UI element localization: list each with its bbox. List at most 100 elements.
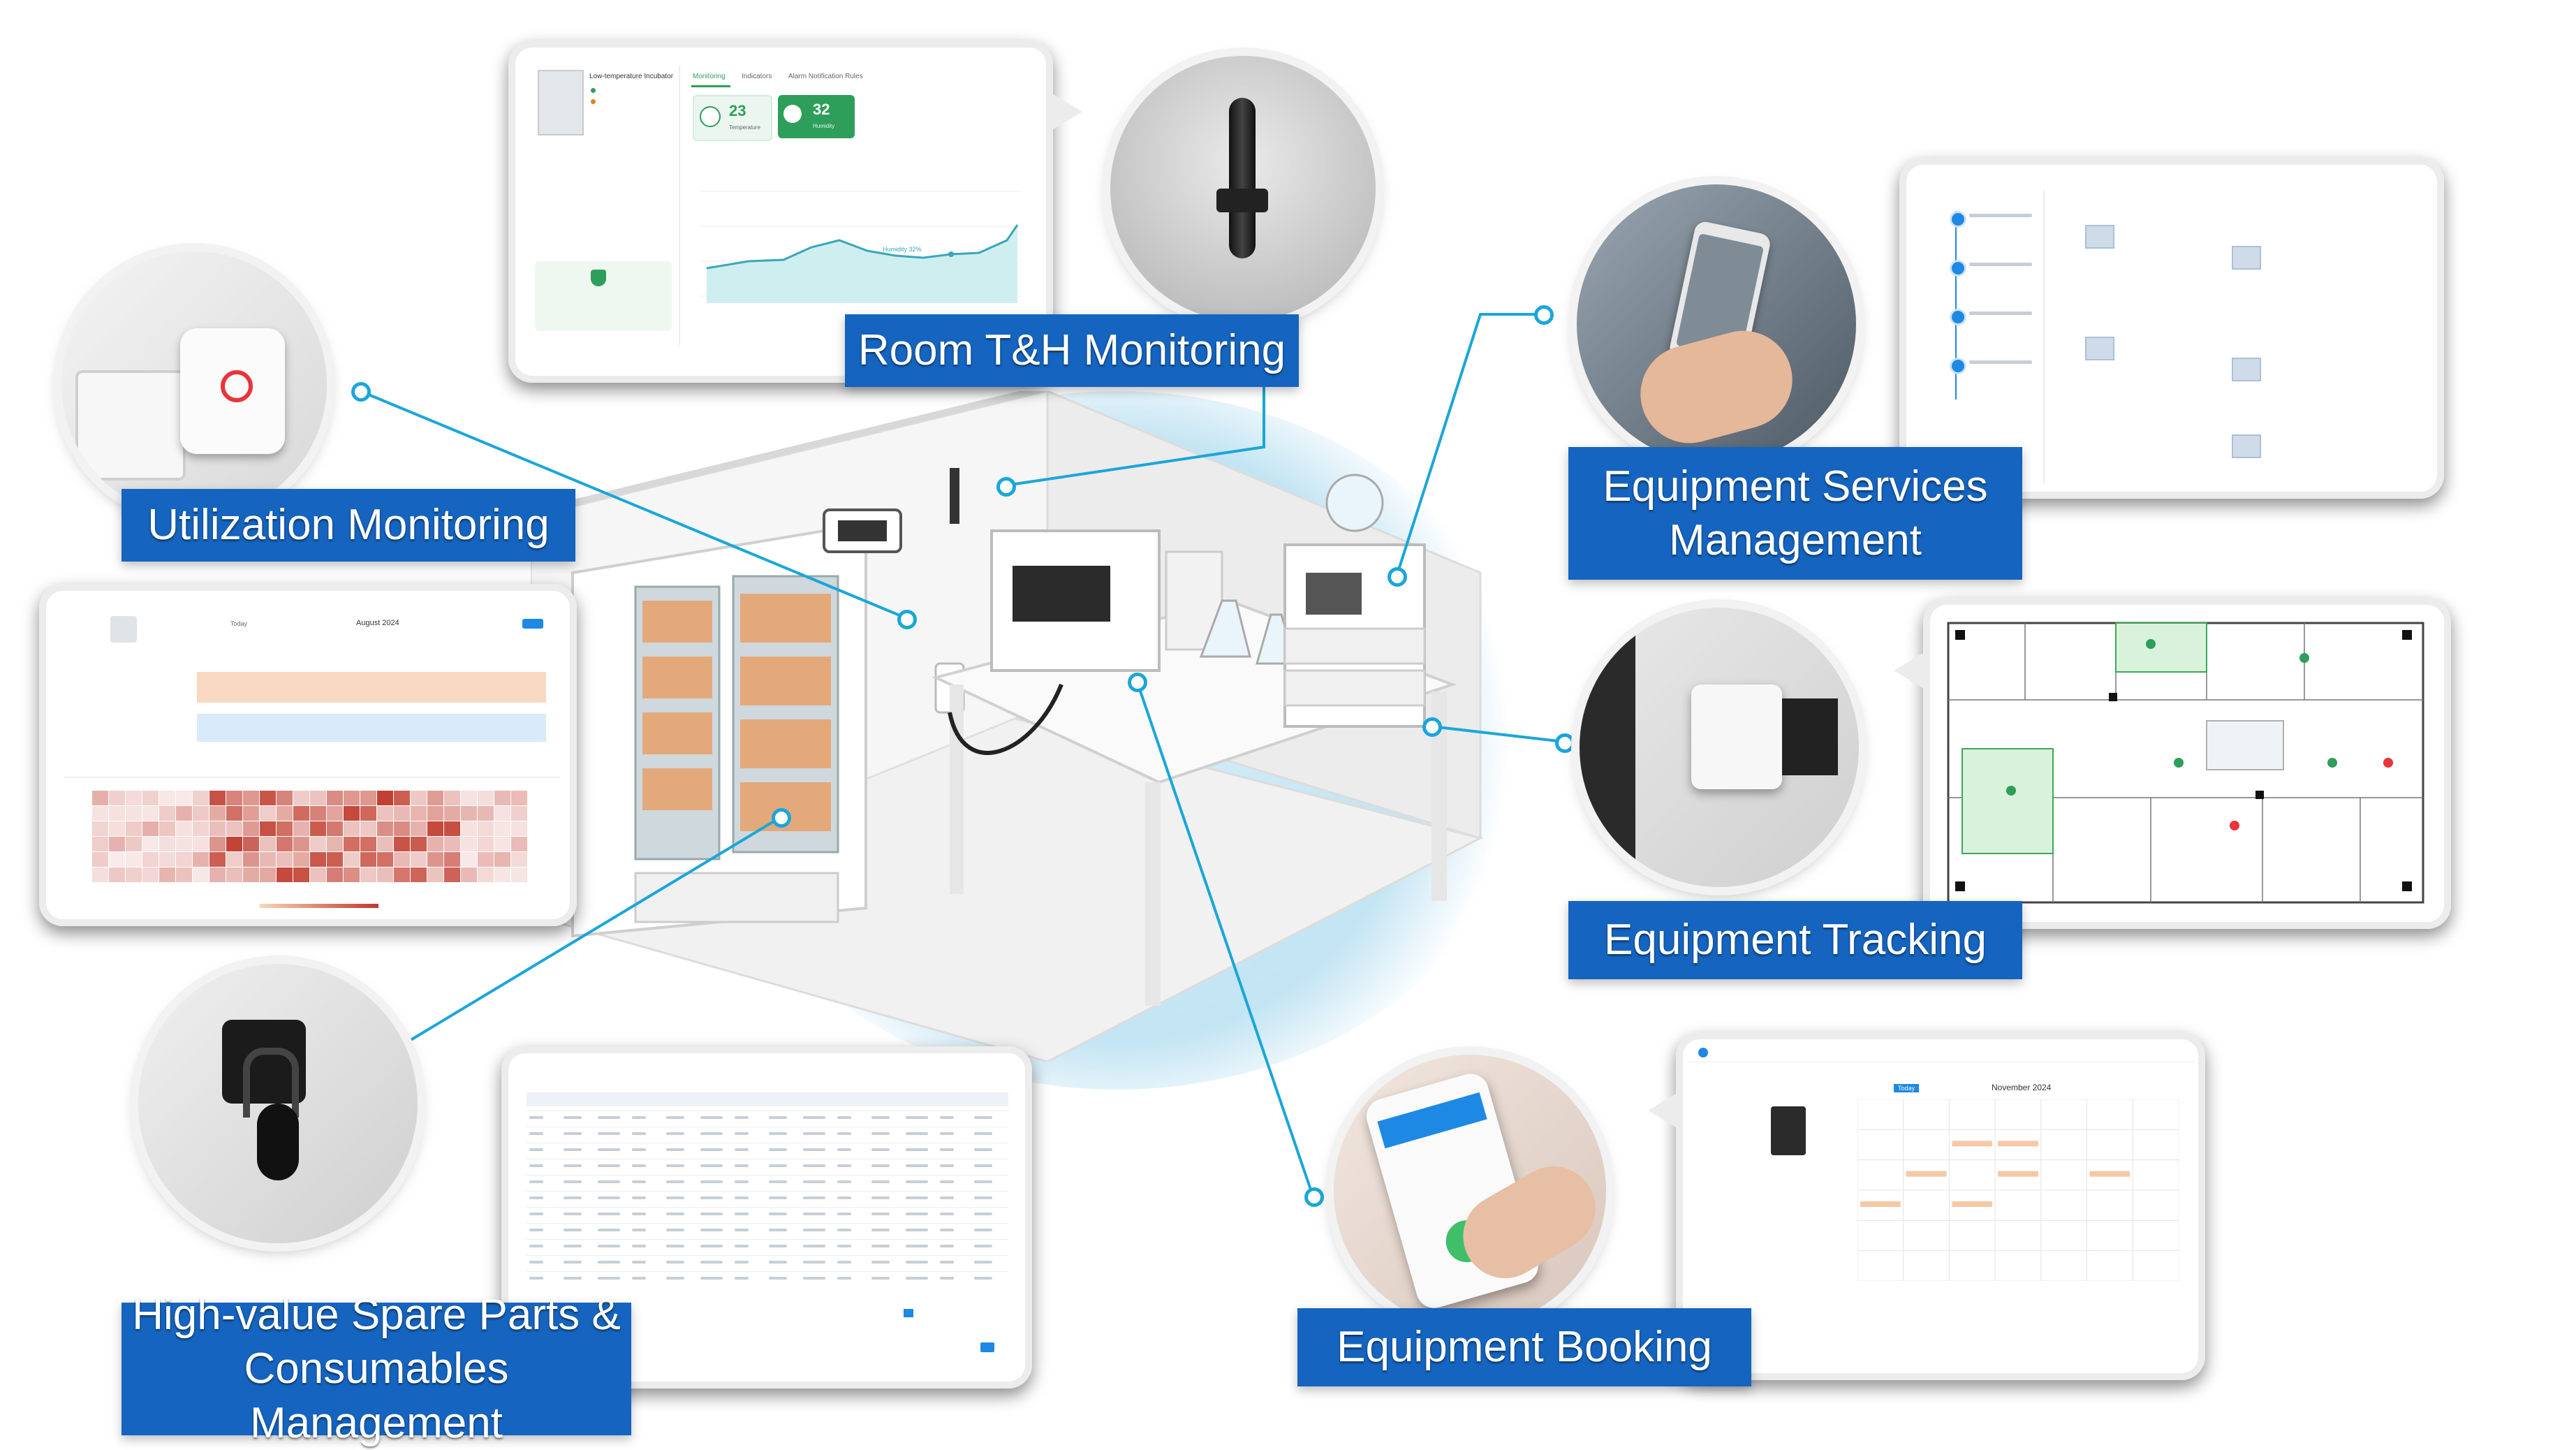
- calendar-day-cell[interactable]: [1857, 1159, 1904, 1191]
- temperature-label: Temperature: [729, 124, 760, 131]
- service-photo-thumb[interactable]: [2232, 358, 2261, 381]
- calendar-day-cell[interactable]: [2040, 1099, 2088, 1130]
- heatmap-cell: [243, 791, 259, 805]
- timeline-step-icon: [1950, 358, 1966, 374]
- heatmap-cell: [126, 821, 142, 836]
- calendar-day-cell[interactable]: [1948, 1099, 1996, 1130]
- calendar-day-cell[interactable]: [2132, 1159, 2179, 1191]
- calendar-day-cell[interactable]: [2040, 1189, 2088, 1221]
- booking-event[interactable]: [2089, 1171, 2130, 1177]
- table-cell-placeholder: [837, 1277, 851, 1280]
- heatmap-cell: [243, 837, 259, 851]
- table-cell-placeholder: [803, 1245, 825, 1247]
- calendar-day-cell[interactable]: [1857, 1250, 1904, 1281]
- calendar-day-cell[interactable]: [2132, 1220, 2179, 1252]
- pagination-active[interactable]: [904, 1309, 913, 1317]
- calendar-day-cell[interactable]: [1857, 1099, 1904, 1130]
- device-thumb: [110, 616, 137, 643]
- table-cell-placeholder: [769, 1213, 787, 1215]
- label-room-th-monitoring: Room T&H Monitoring: [845, 314, 1299, 387]
- table-cell-placeholder: [529, 1180, 543, 1183]
- calendar-today[interactable]: Today: [1894, 1084, 1920, 1092]
- booking-event[interactable]: [1906, 1171, 1947, 1177]
- heatmap-cell: [92, 867, 108, 882]
- table-cell-placeholder: [940, 1196, 954, 1199]
- calendar-day-cell[interactable]: [2086, 1129, 2133, 1161]
- table-cell-placeholder: [666, 1180, 684, 1183]
- table-cell-placeholder: [632, 1132, 646, 1135]
- calendar-day-cell[interactable]: [1994, 1099, 2042, 1130]
- booking-event[interactable]: [1952, 1141, 1993, 1147]
- calendar-day-cell[interactable]: [2086, 1099, 2133, 1130]
- heatmap-cell: [427, 821, 443, 836]
- instrument-window: [1782, 698, 1838, 775]
- timeline-step-text: [1969, 360, 2032, 364]
- booking-event[interactable]: [1952, 1201, 1993, 1207]
- booking-event[interactable]: [1860, 1201, 1901, 1207]
- heatmap-cell: [159, 821, 175, 836]
- table-cell-placeholder: [940, 1116, 954, 1119]
- heatmap-cell: [209, 867, 226, 882]
- heatmap-cell: [427, 867, 443, 882]
- heatmap-cell: [344, 867, 360, 882]
- calendar-day-cell[interactable]: [2132, 1129, 2179, 1161]
- table-cell-placeholder: [666, 1116, 684, 1119]
- calendar-day-cell[interactable]: [2132, 1189, 2179, 1221]
- calendar-today[interactable]: Today: [230, 620, 248, 627]
- table-cell-placeholder: [940, 1277, 954, 1280]
- app-logo-icon: [1698, 1048, 1708, 1057]
- tab-indicators[interactable]: Indicators: [742, 73, 772, 80]
- calendar-day-cell[interactable]: [1994, 1250, 2042, 1281]
- tab-monitoring[interactable]: Monitoring: [693, 73, 726, 80]
- heatmap-cell: [226, 852, 242, 867]
- table-cell-placeholder: [803, 1148, 825, 1151]
- table-cell-placeholder: [871, 1245, 890, 1247]
- calendar-day-cell[interactable]: [2040, 1220, 2088, 1252]
- calendar-day-cell[interactable]: [1948, 1159, 1996, 1191]
- calendar-day-cell[interactable]: [1994, 1189, 2042, 1221]
- booking-event[interactable]: [1998, 1141, 2038, 1147]
- inventory-table: [527, 1111, 1008, 1292]
- table-cell-placeholder: [666, 1148, 684, 1151]
- calendar-day-cell[interactable]: [2132, 1099, 2179, 1130]
- calendar-day-cell[interactable]: [2086, 1250, 2133, 1281]
- calendar-day-cell[interactable]: [1903, 1220, 1950, 1252]
- calendar-day-cell[interactable]: [1994, 1220, 2042, 1252]
- heatmap-cell: [176, 852, 192, 867]
- table-cell-placeholder: [632, 1196, 646, 1199]
- table-cell-placeholder: [598, 1196, 620, 1199]
- service-photo-thumb[interactable]: [2232, 246, 2261, 270]
- calendar-day-cell[interactable]: [2040, 1159, 2088, 1191]
- heatmap-cell: [293, 852, 309, 867]
- calendar-day-cell[interactable]: [2086, 1220, 2133, 1252]
- calendar-day-cell[interactable]: [2040, 1250, 2088, 1281]
- calendar-day-cell[interactable]: [1903, 1250, 1950, 1281]
- calendar-day-cell[interactable]: [1857, 1129, 1904, 1161]
- calendar-day-cell[interactable]: [2086, 1189, 2133, 1221]
- calendar-day-cell[interactable]: [1903, 1189, 1950, 1221]
- table-cell-placeholder: [974, 1180, 992, 1183]
- heatmap-cell: [360, 806, 376, 821]
- calendar-day-cell[interactable]: [2040, 1129, 2088, 1161]
- device-name: Low-temperature Incubator: [589, 73, 674, 80]
- tab-alarm-rules[interactable]: Alarm Notification Rules: [788, 73, 863, 80]
- table-cell-placeholder: [769, 1132, 787, 1135]
- calendar-day-cell[interactable]: [1857, 1220, 1904, 1252]
- booking-event[interactable]: [1998, 1171, 2038, 1177]
- service-photo-thumb[interactable]: [2085, 225, 2114, 249]
- view-toggle-button[interactable]: [522, 619, 543, 629]
- calendar-day-cell[interactable]: [2132, 1250, 2179, 1281]
- confirm-button[interactable]: [980, 1342, 994, 1352]
- calendar-day-cell[interactable]: [1948, 1220, 1996, 1252]
- connector-dot-cabinet: [897, 610, 917, 629]
- heatmap-cell: [478, 806, 494, 821]
- calendar-day-cell[interactable]: [1948, 1250, 1996, 1281]
- table-cell-placeholder: [837, 1245, 851, 1247]
- service-photo-thumb[interactable]: [2232, 434, 2261, 458]
- calendar-day-cell[interactable]: [1903, 1099, 1950, 1130]
- heatmap-cell: [494, 821, 510, 836]
- calendar-day-cell[interactable]: [1903, 1129, 1950, 1161]
- table-cell-placeholder: [803, 1180, 825, 1183]
- service-photo-thumb[interactable]: [2085, 337, 2114, 360]
- heatmap-cell: [243, 867, 259, 882]
